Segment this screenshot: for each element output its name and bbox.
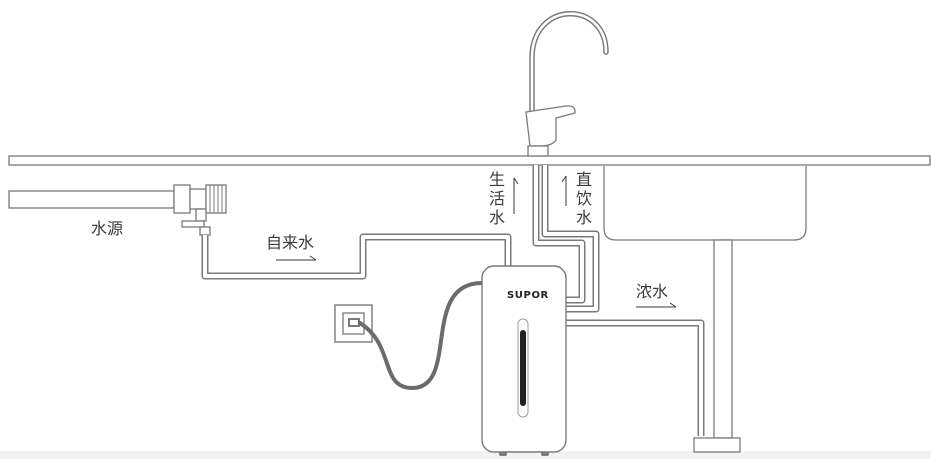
floor: [0, 451, 931, 459]
wall-socket: [334, 304, 373, 343]
brand-logo: SUPOR: [507, 290, 549, 301]
drinking-water-arrow: [561, 175, 567, 206]
drain-trap: [693, 437, 741, 453]
status-light-bar: [517, 318, 529, 418]
drain-pipe: [713, 239, 733, 439]
domestic-water-arrow: [513, 177, 519, 214]
faucet: [525, 11, 609, 157]
water-source-label: 水源: [91, 219, 124, 238]
concentrate-water-arrow: [636, 302, 677, 308]
water-source-pipe: [8, 190, 175, 209]
tap-water-arrow: [276, 255, 317, 261]
power-cable: [358, 281, 484, 391]
tap-water-pipe: [201, 233, 512, 280]
concentrate-water-pipe: [566, 319, 705, 436]
drinking-water-label: 直饮水: [575, 170, 592, 227]
three-way-valve: [173, 184, 227, 236]
sink-basin: [603, 166, 807, 241]
countertop: [8, 155, 931, 166]
tap-water-label: 自来水: [266, 233, 315, 252]
domestic-water-label: 生活水: [488, 170, 505, 227]
concentrate-water-label: 浓水: [636, 282, 669, 301]
